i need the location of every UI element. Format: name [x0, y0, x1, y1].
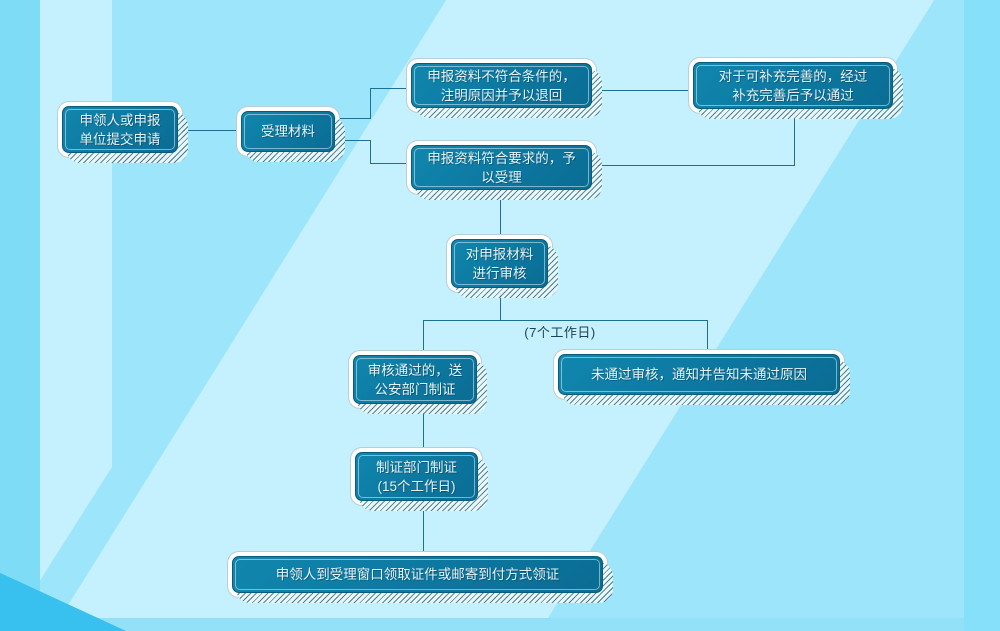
connector-return-supplement	[596, 90, 689, 91]
node-body: 申领人到受理窗口领取证件或邮寄到付方式领证	[232, 556, 603, 593]
branch-duration-label: (7个工作日)	[524, 325, 596, 340]
flow-node-submit-application: 申领人或申报 单位提交申请	[57, 101, 188, 163]
node-body: 申报资料符合要求的，予 以受理	[411, 145, 592, 190]
node-text-line: 注明原因并予以退回	[440, 87, 563, 103]
connector-lower-dropper	[370, 140, 371, 164]
connector-branch-to-passed	[423, 320, 424, 351]
node-body: 受理材料	[241, 111, 335, 152]
flow-node-accept-conforming: 申报资料符合要求的，予 以受理	[406, 140, 602, 200]
node-text-line: 申报资料不符合条件的，	[427, 68, 576, 84]
background-right-band	[964, 0, 1000, 631]
connector-supplement-down	[794, 113, 795, 166]
connector-produce-collect	[423, 505, 424, 552]
background-bottom-strip	[0, 618, 1000, 631]
node-text-line: (15个工作日)	[377, 478, 456, 494]
connector-qualified-review	[500, 194, 501, 235]
node-body: 未通过审核，通知并告知未通过原因	[558, 354, 840, 395]
node-text-line: 公安部门制证	[374, 381, 456, 397]
node-body: 对申报材料 进行审核	[451, 239, 548, 288]
flow-node-supplement-pass: 对于可补充完善的，经过 补充完善后予以通过	[688, 57, 903, 119]
node-body: 申报资料不符合条件的， 注明原因并予以退回	[411, 63, 592, 108]
node-text-line: 申领人或申报	[79, 112, 161, 128]
connector-accept-lower-out	[339, 140, 371, 141]
connector-accept-upper-out	[339, 118, 371, 119]
node-text-line: 审核通过的，送	[367, 362, 463, 378]
background-left-band	[0, 0, 40, 631]
connector-branch-to-failed	[707, 320, 708, 350]
node-body: 对于可补充完善的，经过 补充完善后予以通过	[693, 62, 893, 109]
node-text-line: 以受理	[481, 169, 522, 185]
node-body: 审核通过的，送 公安部门制证	[353, 355, 477, 404]
connector-review-down	[500, 292, 501, 321]
connector-passed-produce	[423, 408, 424, 448]
node-text-line: 申报资料符合要求的，予	[427, 150, 576, 166]
flow-node-return-nonconforming: 申报资料不符合条件的， 注明原因并予以退回	[406, 58, 602, 118]
node-body: 制证部门制证 (15个工作日)	[355, 452, 478, 501]
flow-node-accept-materials: 受理材料	[236, 106, 345, 162]
flow-node-card-production: 制证部门制证 (15个工作日)	[350, 447, 488, 511]
flow-node-collect-certificate: 申领人到受理窗口领取证件或邮寄到付方式领证	[227, 551, 613, 603]
connector-into-return	[370, 88, 407, 89]
node-text-line: 对于可补充完善的，经过	[718, 68, 868, 84]
node-text-line: 未通过审核，通知并告知未通过原因	[591, 367, 807, 382]
flow-node-review-passed: 审核通过的，送 公安部门制证	[348, 350, 487, 414]
node-text-line: 受理材料	[261, 124, 315, 139]
node-text-line: 进行审核	[472, 265, 527, 281]
background-left-light-band	[40, 0, 112, 581]
node-text-line: 申领人到受理窗口领取证件或邮寄到付方式领证	[275, 567, 560, 582]
connector-branch-bar	[423, 320, 708, 321]
node-text-line: 单位提交申请	[79, 131, 161, 147]
connector-submit-accept	[183, 130, 236, 131]
connector-upper-riser	[370, 88, 371, 119]
connector-supplement-qualified	[596, 165, 795, 166]
flow-node-review-materials: 对申报材料 进行审核	[446, 234, 558, 298]
node-text-line: 对申报材料	[465, 246, 534, 262]
connector-into-qualified	[370, 163, 407, 164]
flow-node-review-failed: 未通过审核，通知并告知未通过原因	[553, 349, 850, 405]
node-text-line: 制证部门制证	[376, 459, 457, 475]
node-body: 申领人或申报 单位提交申请	[62, 106, 178, 153]
node-text-line: 补充完善后予以通过	[732, 87, 854, 103]
